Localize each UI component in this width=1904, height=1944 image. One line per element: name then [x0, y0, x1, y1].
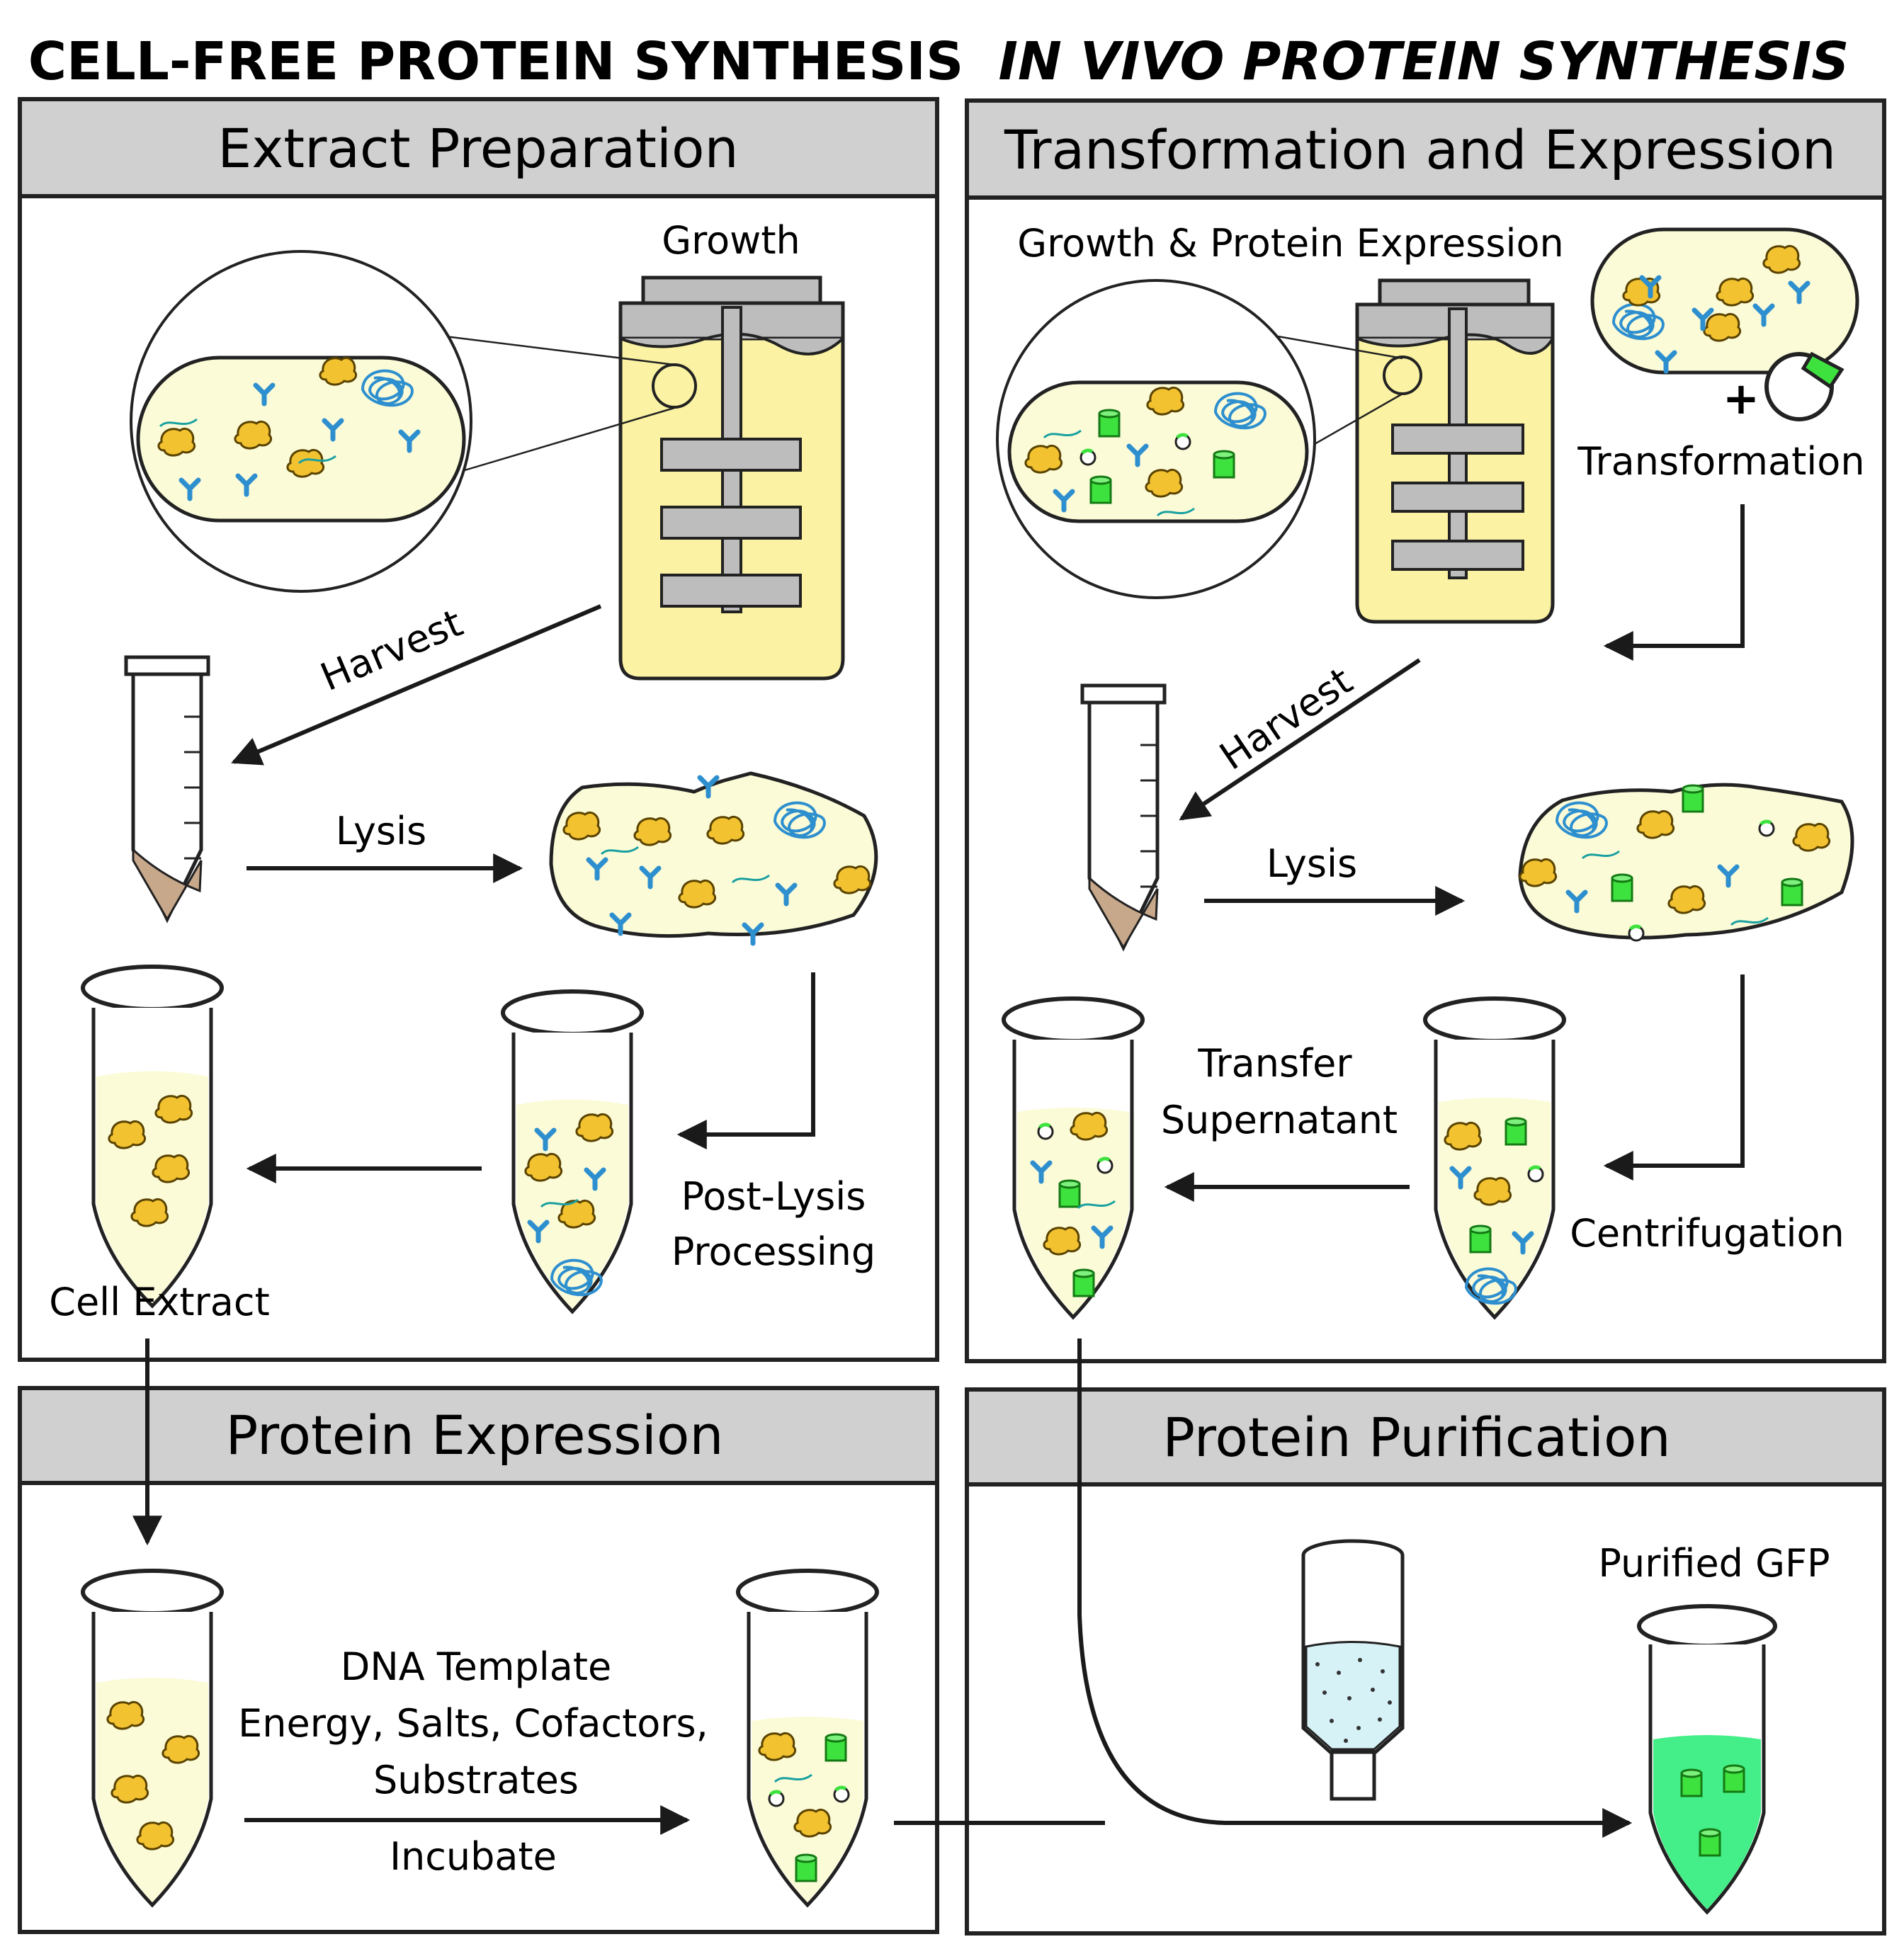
- incubate-label: Incubate: [390, 1834, 557, 1879]
- growth-label: Growth: [662, 218, 800, 263]
- left-main-title: CELL-FREE PROTEIN SYNTHESIS: [28, 31, 964, 92]
- processing-tube-left: [501, 989, 644, 1314]
- magnified-cell-right: [996, 279, 1316, 599]
- right-main-title: IN VIVO PROTEIN SYNTHESIS: [999, 31, 1849, 92]
- purified-gfp-tube: [1637, 1604, 1777, 1915]
- post-lysis-label-2: Processing: [672, 1229, 876, 1274]
- supernatant-tube: [1002, 996, 1145, 1320]
- panel-header: [965, 1387, 1886, 1487]
- transformation-label: Transformation: [1577, 439, 1864, 484]
- centrifugation-arrow: [1603, 974, 1745, 1181]
- bioreactor-left: [618, 275, 845, 681]
- panel-header: [18, 1386, 939, 1485]
- panel-title-protein-purification: Protein Purification: [1162, 1406, 1670, 1469]
- lysed-cell-right: [1518, 783, 1854, 940]
- extract-tube-expression: [81, 1569, 224, 1908]
- transfer-label-2: Supernatant: [1161, 1098, 1398, 1142]
- bioreactor-right: [1355, 278, 1555, 624]
- centrifuge-tube-left: [124, 655, 210, 923]
- transfer-label-1: Transfer: [1197, 1041, 1352, 1086]
- reagents-line-3: Substrates: [373, 1758, 579, 1802]
- plus-sign: +: [1723, 373, 1760, 424]
- lysed-cell-left: [549, 771, 878, 943]
- harvest-arrow: [231, 604, 602, 766]
- lysis-label: Lysis: [336, 809, 426, 853]
- transformation-cell: [1590, 227, 1859, 375]
- growth-expression-label: Growth & Protein Expression: [1017, 221, 1563, 266]
- lysis-label-right: Lysis: [1266, 841, 1357, 886]
- panel-header: [965, 98, 1886, 200]
- transformation-arrow: [1603, 504, 1745, 661]
- post-lysis-arrow: [676, 972, 815, 1149]
- centrifuged-tube: [1423, 996, 1566, 1320]
- reagents-line-1: DNA Template: [341, 1644, 611, 1689]
- expression-tube-result: [736, 1569, 879, 1908]
- magnified-cell-left: [130, 250, 472, 593]
- centrifuge-tube-right: [1080, 683, 1167, 952]
- centrifugation-label: Centrifugation: [1570, 1211, 1844, 1256]
- post-lysis-label-1: Post-Lysis: [681, 1174, 866, 1219]
- purified-gfp-label: Purified GFP: [1598, 1541, 1830, 1586]
- purification-flow-arrow: [1077, 1338, 1633, 1838]
- panel-title-transformation-expression: Transformation and Expression: [1004, 118, 1836, 181]
- panel-header: [18, 97, 939, 198]
- cell-extract-label: Cell Extract: [49, 1280, 270, 1324]
- reagents-line-2: Energy, Salts, Cofactors,: [238, 1701, 708, 1746]
- cell-extract-tube: [81, 965, 224, 1309]
- panel-title-extract-preparation: Extract Preparation: [217, 117, 738, 180]
- harvest-arrow-right: [1179, 658, 1421, 821]
- panel-title-protein-expression: Protein Expression: [225, 1404, 723, 1467]
- purification-column: [1301, 1539, 1405, 1801]
- plasmid-icon: [1764, 351, 1844, 421]
